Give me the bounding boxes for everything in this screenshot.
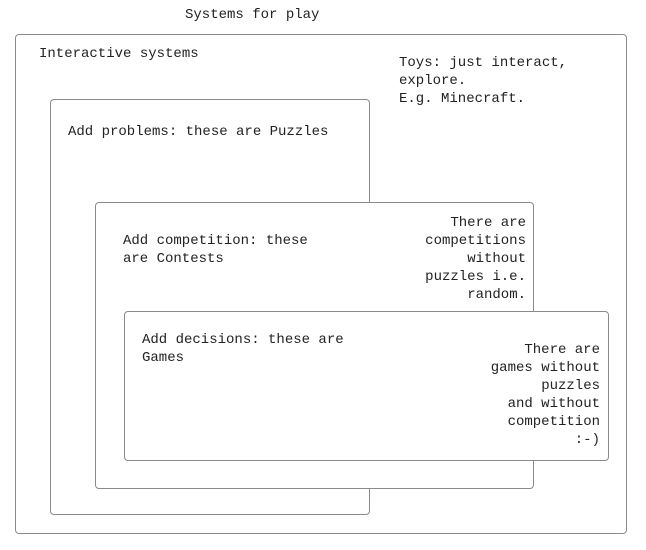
- contests-label: Add competition: these are Contests: [123, 233, 308, 267]
- games-note: There are games without puzzles and with…: [490, 342, 600, 448]
- interactive-systems-label: Interactive systems: [39, 46, 199, 62]
- puzzles-label: Add problems: these are Puzzles: [68, 124, 329, 140]
- contests-note: There are competitions without puzzles i…: [425, 215, 526, 303]
- diagram-title: Systems for play: [185, 7, 320, 23]
- toys-note: Toys: just interact, explore. E.g. Minec…: [399, 55, 568, 107]
- games-box: [124, 311, 609, 461]
- games-label: Add decisions: these are Games: [142, 332, 344, 366]
